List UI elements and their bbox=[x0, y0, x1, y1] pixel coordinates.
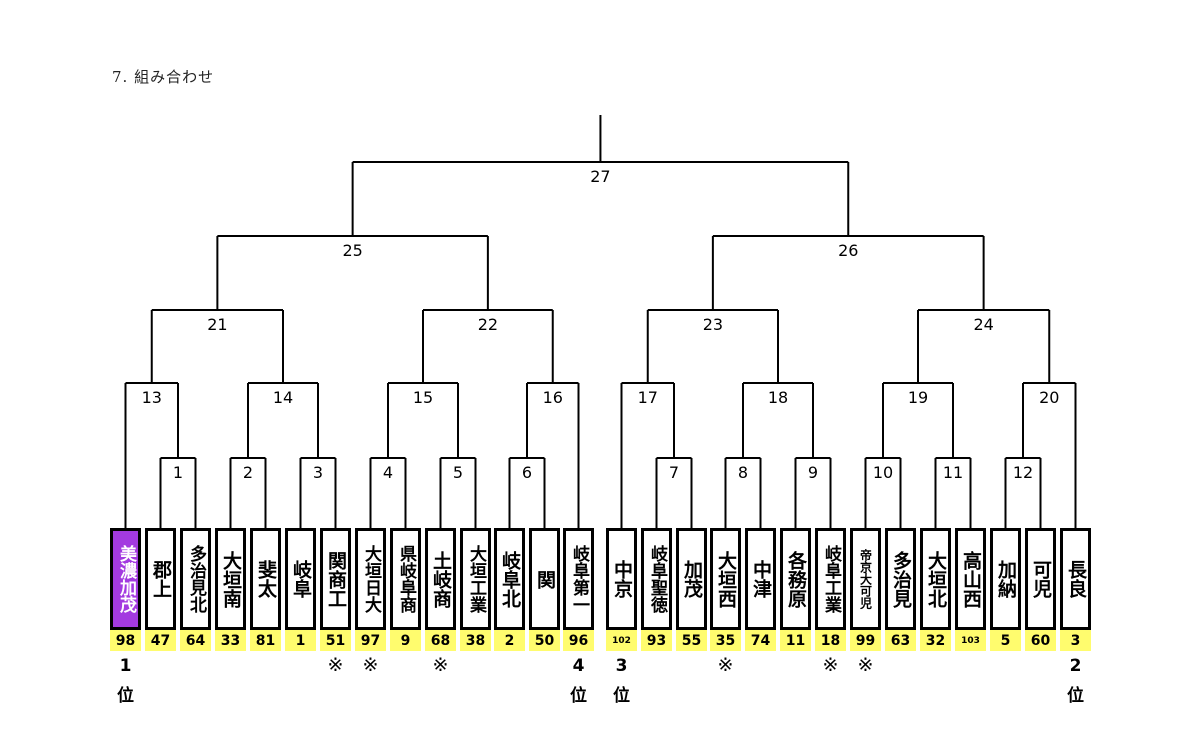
rank-number: 1 bbox=[119, 656, 132, 676]
draw-number: 97 bbox=[355, 630, 386, 651]
team-box: 各務原 bbox=[780, 528, 811, 630]
draw-number: 2 bbox=[494, 630, 525, 651]
match-number: 25 bbox=[342, 241, 362, 260]
team-box: 関商工 bbox=[320, 528, 351, 630]
team-box: 美濃加茂 bbox=[110, 528, 141, 630]
team-box: 岐阜工業 bbox=[815, 528, 846, 630]
note-mark: ※ bbox=[857, 654, 874, 676]
team-box: 郡上 bbox=[145, 528, 176, 630]
match-number: 7 bbox=[669, 463, 679, 482]
match-number: 5 bbox=[453, 463, 463, 482]
match-number: 16 bbox=[543, 388, 563, 407]
draw-number: 11 bbox=[780, 630, 811, 651]
draw-number: 9 bbox=[390, 630, 421, 651]
rank-suffix: 位 bbox=[1067, 686, 1084, 706]
draw-number: 60 bbox=[1025, 630, 1056, 651]
team-box: 高山西 bbox=[955, 528, 986, 630]
draw-number: 32 bbox=[920, 630, 951, 651]
team-box: 岐阜第一 bbox=[563, 528, 594, 630]
match-number: 8 bbox=[738, 463, 748, 482]
note-mark: ※ bbox=[432, 654, 449, 676]
match-number: 26 bbox=[838, 241, 858, 260]
rank-suffix: 位 bbox=[613, 686, 630, 706]
team-box: 岐阜北 bbox=[494, 528, 525, 630]
draw-number: 51 bbox=[320, 630, 351, 651]
draw-number: 74 bbox=[745, 630, 776, 651]
draw-number: 3 bbox=[1060, 630, 1091, 651]
match-number: 12 bbox=[1013, 463, 1033, 482]
match-number: 23 bbox=[703, 315, 723, 334]
draw-number: 96 bbox=[563, 630, 594, 651]
team-box: 大垣西 bbox=[710, 528, 741, 630]
team-box: 県岐阜商 bbox=[390, 528, 421, 630]
rank-suffix: 位 bbox=[117, 686, 134, 706]
team-box: 斐太 bbox=[250, 528, 281, 630]
team-box: 岐阜 bbox=[285, 528, 316, 630]
team-box: 中京 bbox=[606, 528, 637, 630]
rank-number: 2 bbox=[1069, 656, 1082, 676]
draw-number: 103 bbox=[955, 630, 986, 651]
draw-number: 102 bbox=[606, 630, 637, 651]
match-number: 20 bbox=[1039, 388, 1059, 407]
note-mark: ※ bbox=[362, 654, 379, 676]
match-number: 6 bbox=[522, 463, 532, 482]
rank-number: 3 bbox=[615, 656, 628, 676]
draw-number: 63 bbox=[885, 630, 916, 651]
team-box: 関 bbox=[529, 528, 560, 630]
match-number: 17 bbox=[638, 388, 658, 407]
note-mark: ※ bbox=[822, 654, 839, 676]
rank-suffix: 位 bbox=[570, 686, 587, 706]
match-number: 1 bbox=[173, 463, 183, 482]
match-number: 2 bbox=[243, 463, 253, 482]
match-number: 22 bbox=[478, 315, 498, 334]
page-title: 7. 組み合わせ bbox=[112, 68, 215, 86]
draw-number: 35 bbox=[710, 630, 741, 651]
draw-number: 64 bbox=[180, 630, 211, 651]
team-box: 加茂 bbox=[676, 528, 707, 630]
match-number: 9 bbox=[808, 463, 818, 482]
draw-number: 18 bbox=[815, 630, 846, 651]
draw-number: 99 bbox=[850, 630, 881, 651]
draw-number: 93 bbox=[641, 630, 672, 651]
team-box: 大垣南 bbox=[215, 528, 246, 630]
match-number: 14 bbox=[273, 388, 293, 407]
match-number: 18 bbox=[768, 388, 788, 407]
match-number: 24 bbox=[973, 315, 993, 334]
draw-number: 33 bbox=[215, 630, 246, 651]
team-box: 大垣日大 bbox=[355, 528, 386, 630]
draw-number: 81 bbox=[250, 630, 281, 651]
match-number: 13 bbox=[142, 388, 162, 407]
team-box: 帝京大可児 bbox=[850, 528, 881, 630]
match-number: 21 bbox=[207, 315, 227, 334]
team-box: 加納 bbox=[990, 528, 1021, 630]
team-box: 可児 bbox=[1025, 528, 1056, 630]
match-number: 10 bbox=[873, 463, 893, 482]
team-box: 長良 bbox=[1060, 528, 1091, 630]
match-number: 27 bbox=[590, 167, 610, 186]
note-mark: ※ bbox=[717, 654, 734, 676]
draw-number: 1 bbox=[285, 630, 316, 651]
draw-number: 5 bbox=[990, 630, 1021, 651]
match-number: 3 bbox=[313, 463, 323, 482]
team-box: 多治見 bbox=[885, 528, 916, 630]
draw-number: 38 bbox=[460, 630, 491, 651]
draw-number: 98 bbox=[110, 630, 141, 651]
draw-number: 55 bbox=[676, 630, 707, 651]
team-box: 大垣工業 bbox=[460, 528, 491, 630]
note-mark: ※ bbox=[327, 654, 344, 676]
rank-number: 4 bbox=[572, 656, 585, 676]
match-number: 19 bbox=[908, 388, 928, 407]
team-box: 多治見北 bbox=[180, 528, 211, 630]
team-box: 中津 bbox=[745, 528, 776, 630]
draw-number: 68 bbox=[425, 630, 456, 651]
team-box: 大垣北 bbox=[920, 528, 951, 630]
draw-number: 50 bbox=[529, 630, 560, 651]
match-number: 11 bbox=[943, 463, 963, 482]
team-box: 岐阜聖徳 bbox=[641, 528, 672, 630]
match-number: 15 bbox=[413, 388, 433, 407]
team-box: 土岐商 bbox=[425, 528, 456, 630]
match-number: 4 bbox=[383, 463, 393, 482]
draw-number: 47 bbox=[145, 630, 176, 651]
